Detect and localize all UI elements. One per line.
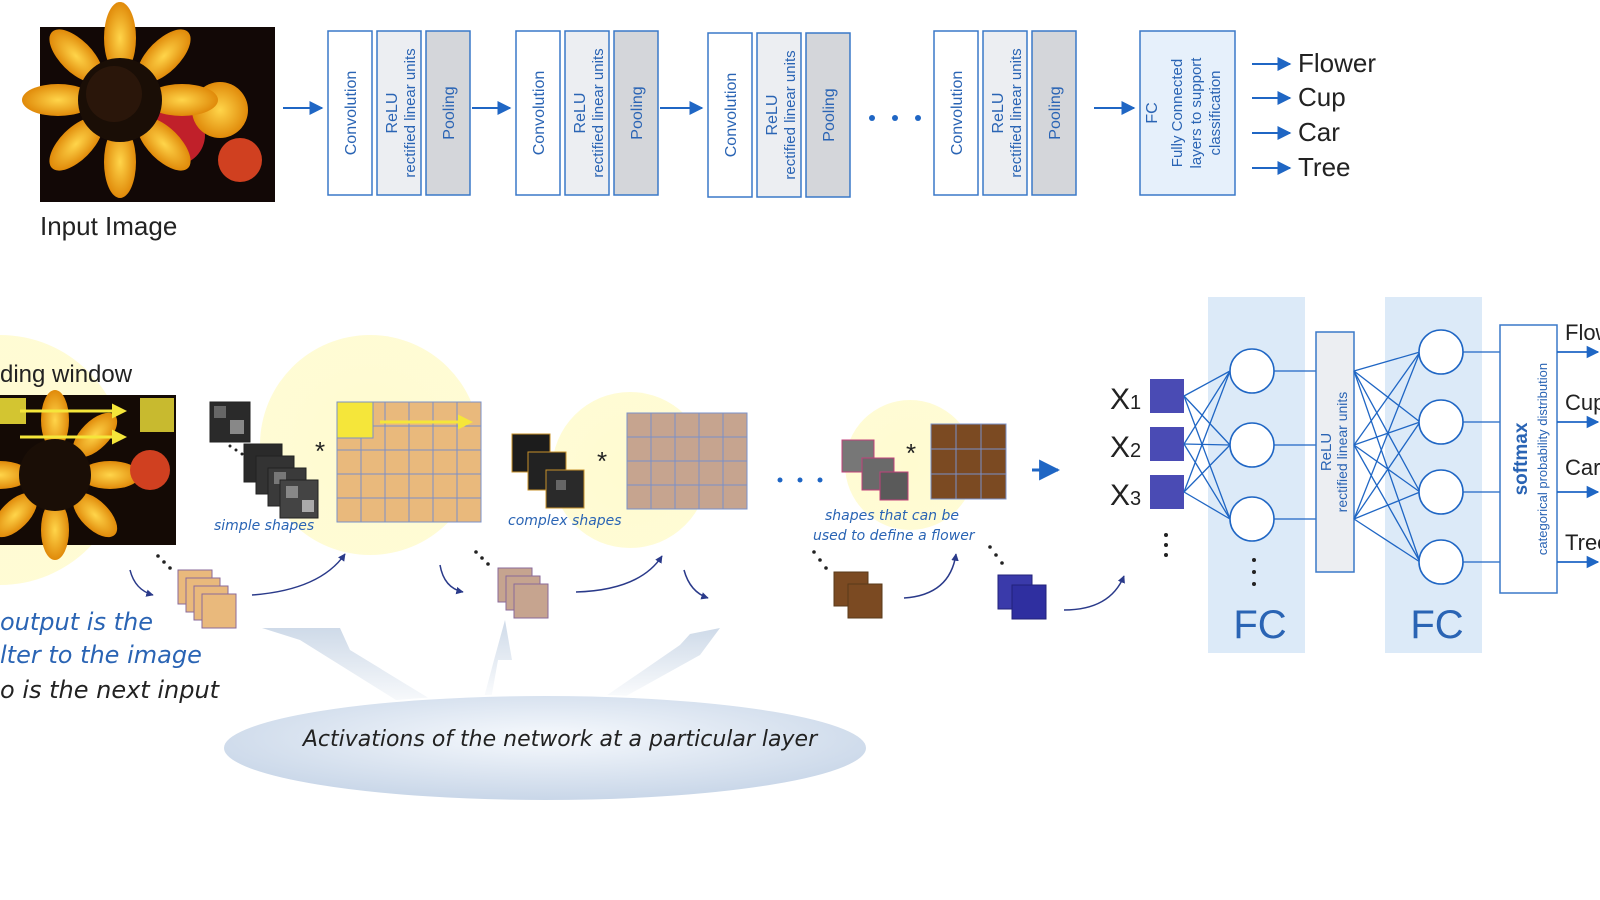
relu-sub-label-bottom: rectified linear units [1334,392,1350,513]
pool-label: Pooling [821,88,838,141]
relu-label: ReLU [764,95,781,136]
activation-stack-1 [156,554,237,629]
relu-sub-label: rectified linear units [782,50,799,179]
relu-block [1315,331,1355,573]
activation-stack-3 [812,550,883,619]
ellipsis-dots [869,115,921,121]
feature-map-3 [930,423,1007,500]
sliding-window-label: ding window [0,361,133,388]
top-output-car: Car [1298,117,1340,147]
pool-label: Pooling [441,86,458,139]
complex-shapes-label: complex shapes [508,513,622,529]
relu-label: ReLU [384,93,401,134]
fc-desc-3: classification [1207,70,1224,155]
sunflower-image [22,2,275,202]
convolution-operator-icon: * [906,438,916,468]
relu-label-bottom: ReLU [1318,433,1335,471]
fc-label: FC [1144,102,1161,123]
conv-label: Convolution [723,73,740,158]
conv-label: Convolution [949,71,966,156]
pool-label: Pooling [1047,86,1064,139]
top-output-flower: Flower [1298,48,1376,78]
top-output-tree: Tree [1298,152,1351,182]
top-outputs: Flower Cup Car Tree [1252,48,1376,182]
fc-network: X1 X2 X3 FC ReLU rectified linear units [1110,297,1600,653]
caption-line-2: lter to the image [0,641,202,669]
caption-line-3: o is the next input [0,676,221,704]
conv-block-3: Convolution ReLU rectified linear units … [707,32,851,198]
input-node-1 [1150,379,1184,413]
fc-label-2: FC [1410,603,1463,647]
feature-map-2 [626,412,748,510]
bottom-output-tree: Tree [1565,530,1600,555]
activation-pointers [262,620,720,715]
curved-connectors [129,553,1125,611]
relu-sub-label: rectified linear units [402,48,419,177]
softmax-block [1499,324,1558,594]
pool-label: Pooling [629,86,646,139]
input-x2-label: X2 [1110,431,1141,464]
conv-block-4: Convolution ReLU rectified linear units … [933,30,1077,196]
top-output-cup: Cup [1298,82,1346,112]
simple-shapes-filters [209,401,319,519]
convolution-operator-icon: * [597,446,607,476]
fc-label-1: FC [1233,603,1286,647]
conv-block-2: Convolution ReLU rectified linear units … [515,30,659,196]
activation-stack-4 [988,545,1047,620]
activations-label: Activations of the network at a particul… [301,727,819,752]
bottom-output-flow: Flow [1565,320,1600,345]
fc-desc-2: layers to support [1188,57,1205,169]
input-x3-label: X3 [1110,479,1141,512]
input-node-3 [1150,475,1184,509]
convolution-operator-icon: * [315,436,325,466]
conv-label: Convolution [343,71,360,156]
conv-block-1: Convolution ReLU rectified linear units … [327,30,471,196]
softmax-label: softmax [1511,422,1532,495]
input-x1-label: X1 [1110,383,1141,416]
bottom-output-car: Car [1565,455,1600,480]
input-node-2 [1150,427,1184,461]
ellipsis-dots [777,477,823,483]
flower-shapes-label-2: used to define a flower [813,528,976,544]
relu-sub-label: rectified linear units [590,48,607,177]
sliding-window-image [0,390,176,560]
flower-shapes-filters [841,439,909,501]
feature-map-1 [336,401,482,523]
softmax-sub-label: categorical probability distribution [1535,363,1550,555]
activations-ellipse [222,694,868,802]
input-image-label: Input Image [40,211,177,241]
activation-stack-2 [474,550,549,619]
fc-block-top: FC Fully Connected layers to support cla… [1139,30,1236,196]
conv-label: Convolution [531,71,548,156]
fc-desc-1: Fully Connected [1169,59,1186,167]
relu-sub-label: rectified linear units [1008,48,1025,177]
bottom-output-cup: Cup [1565,390,1600,415]
caption-line-1: output is the [0,608,153,636]
flower-shapes-label-1: shapes that can be [825,508,959,524]
simple-shapes-label: simple shapes [214,518,314,534]
relu-label: ReLU [990,93,1007,134]
relu-label: ReLU [572,93,589,134]
complex-shapes-filters [511,433,585,509]
